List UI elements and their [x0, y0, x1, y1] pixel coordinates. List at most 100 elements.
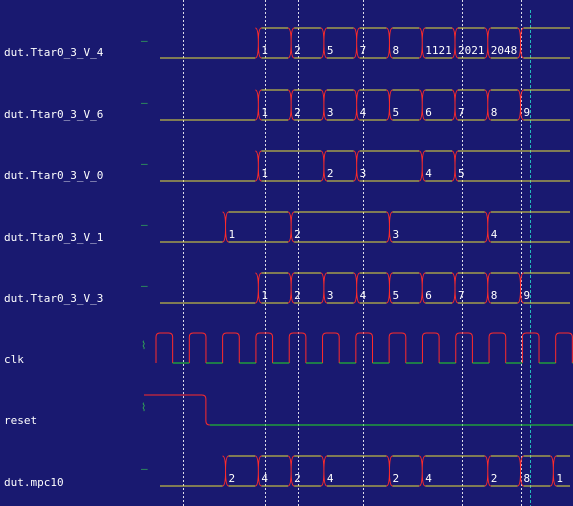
bus-transition-v4-4 — [353, 27, 360, 59]
bus-value-v0-2: 2 — [327, 167, 334, 180]
bus-transition-v3-1 — [255, 272, 262, 304]
bus-transition-v4-3 — [320, 27, 328, 59]
bus-transition-v4-7 — [451, 27, 459, 59]
signal-name-clk[interactable]: clk — [4, 353, 24, 366]
bus-transition-v6-3 — [320, 89, 328, 121]
bus-value-v1-4: 4 — [491, 228, 498, 241]
bus-value-v4-2: 2 — [294, 44, 301, 57]
bus-transition-v3-2 — [287, 272, 295, 304]
bus-value-v6-1: 1 — [261, 106, 268, 119]
bus-value-v4-6: 1121 — [425, 44, 452, 57]
bus-value-v6-3: 3 — [327, 106, 334, 119]
bus-transition-v3-3 — [320, 272, 328, 304]
bus-transition-mpc-9 — [550, 455, 557, 487]
bus-transition-v6-8 — [484, 89, 491, 121]
bus-value-v3-1: 1 — [261, 289, 268, 302]
signal-marker-v4: – — [141, 34, 148, 47]
bus-transition-v3-6 — [419, 272, 426, 304]
bus-transition-v4-9 — [517, 27, 524, 59]
bus-transition-v1-3 — [386, 211, 393, 243]
bus-value-v4-5: 8 — [392, 44, 399, 57]
bus-transition-v6-9 — [517, 89, 524, 121]
bus-value-v3-8: 8 — [491, 289, 498, 302]
bus-transition-v6-7 — [451, 89, 459, 121]
bus-value-v6-9: 9 — [524, 106, 531, 119]
bus-value-v4-7: 2021 — [458, 44, 485, 57]
bus-value-v0-5: 5 — [458, 167, 465, 180]
bus-value-mpc-7: 2 — [491, 472, 498, 485]
signal-name-v6[interactable]: dut.Ttar0_3_V_6 — [4, 108, 104, 121]
bus-transition-v6-2 — [287, 89, 295, 121]
signal-marker-mpc: – — [141, 462, 148, 475]
bus-transition-v1-2 — [287, 211, 295, 243]
signal-name-mpc10[interactable]: dut.mpc10 — [4, 476, 64, 489]
bus-value-v4-4: 7 — [360, 44, 367, 57]
bus-value-v6-8: 8 — [491, 106, 498, 119]
signal-marker-v6: – — [141, 96, 148, 109]
bus-transition-v6-5 — [386, 89, 393, 121]
signal-name-v3[interactable]: dut.Ttar0_3_V_3 — [4, 292, 104, 305]
bus-transition-mpc-6 — [419, 455, 426, 487]
bus-value-v1-1: 1 — [229, 228, 236, 241]
bus-transition-v3-7 — [451, 272, 459, 304]
bus-transition-v4-1 — [255, 27, 262, 59]
bus-transition-v4-2 — [287, 27, 295, 59]
bus-value-v6-7: 7 — [458, 106, 465, 119]
bus-value-v1-3: 3 — [392, 228, 399, 241]
bus-value-v0-4: 4 — [425, 167, 432, 180]
bus-value-mpc-4: 4 — [327, 472, 334, 485]
bus-value-v4-8: 2048 — [491, 44, 518, 57]
bus-value-v3-7: 7 — [458, 289, 465, 302]
bus-transition-v4-8 — [484, 27, 491, 59]
bus-transition-mpc-7 — [484, 455, 491, 487]
bus-value-v6-2: 2 — [294, 106, 301, 119]
bus-value-v0-1: 1 — [261, 167, 268, 180]
bus-transition-v6-6 — [419, 89, 426, 121]
bus-transition-v3-5 — [386, 272, 393, 304]
bus-transition-v0-2 — [320, 150, 328, 182]
signal-name-v0[interactable]: dut.Ttar0_3_V_0 — [4, 169, 104, 182]
bus-transition-mpc-3 — [287, 455, 295, 487]
bus-value-mpc-2: 4 — [261, 472, 268, 485]
bus-transition-v1-4 — [484, 211, 491, 243]
bus-value-v3-2: 2 — [294, 289, 301, 302]
bus-value-v3-5: 5 — [392, 289, 399, 302]
bus-value-v3-6: 6 — [425, 289, 432, 302]
bus-transition-mpc-8 — [517, 455, 524, 487]
bus-value-v6-5: 5 — [392, 106, 399, 119]
bus-transition-mpc-2 — [255, 455, 262, 487]
bus-value-v1-2: 2 — [294, 228, 301, 241]
bus-value-v6-4: 4 — [360, 106, 367, 119]
signal-marker-v0: – — [141, 157, 148, 170]
bus-value-mpc-8: 8 — [524, 472, 531, 485]
signal-name-v4[interactable]: dut.Ttar0_3_V_4 — [4, 46, 104, 59]
bus-transition-v4-5 — [386, 27, 393, 59]
bus-value-v4-3: 5 — [327, 44, 334, 57]
signal-marker-v3: – — [141, 279, 148, 292]
bus-transition-v3-4 — [353, 272, 360, 304]
bus-value-v4-1: 1 — [261, 44, 268, 57]
signal-name-reset[interactable]: reset — [4, 414, 38, 427]
bus-transition-v6-4 — [353, 89, 360, 121]
bus-value-mpc-3: 2 — [294, 472, 301, 485]
bus-transition-v0-1 — [255, 150, 262, 182]
bus-transition-v0-3 — [353, 150, 360, 182]
bus-value-mpc-1: 2 — [229, 472, 236, 485]
bus-transition-v6-1 — [255, 89, 262, 121]
signal-marker-v1: – — [141, 218, 148, 231]
signal-marker-reset: ⌇ — [141, 401, 146, 414]
signal-marker-clk: ⌇ — [141, 339, 146, 352]
bus-transition-v0-5 — [451, 150, 459, 182]
bus-transition-v3-8 — [484, 272, 491, 304]
bus-transition-mpc-5 — [386, 455, 393, 487]
bus-transition-v0-4 — [419, 150, 426, 182]
signal-name-v1[interactable]: dut.Ttar0_3_V_1 — [4, 231, 104, 244]
bus-value-v6-6: 6 — [425, 106, 432, 119]
reset-high — [144, 394, 210, 426]
bus-transition-mpc-4 — [320, 455, 328, 487]
bus-value-mpc-6: 4 — [425, 472, 432, 485]
bus-transition-v3-9 — [517, 272, 524, 304]
bus-transition-mpc-1 — [222, 455, 229, 487]
